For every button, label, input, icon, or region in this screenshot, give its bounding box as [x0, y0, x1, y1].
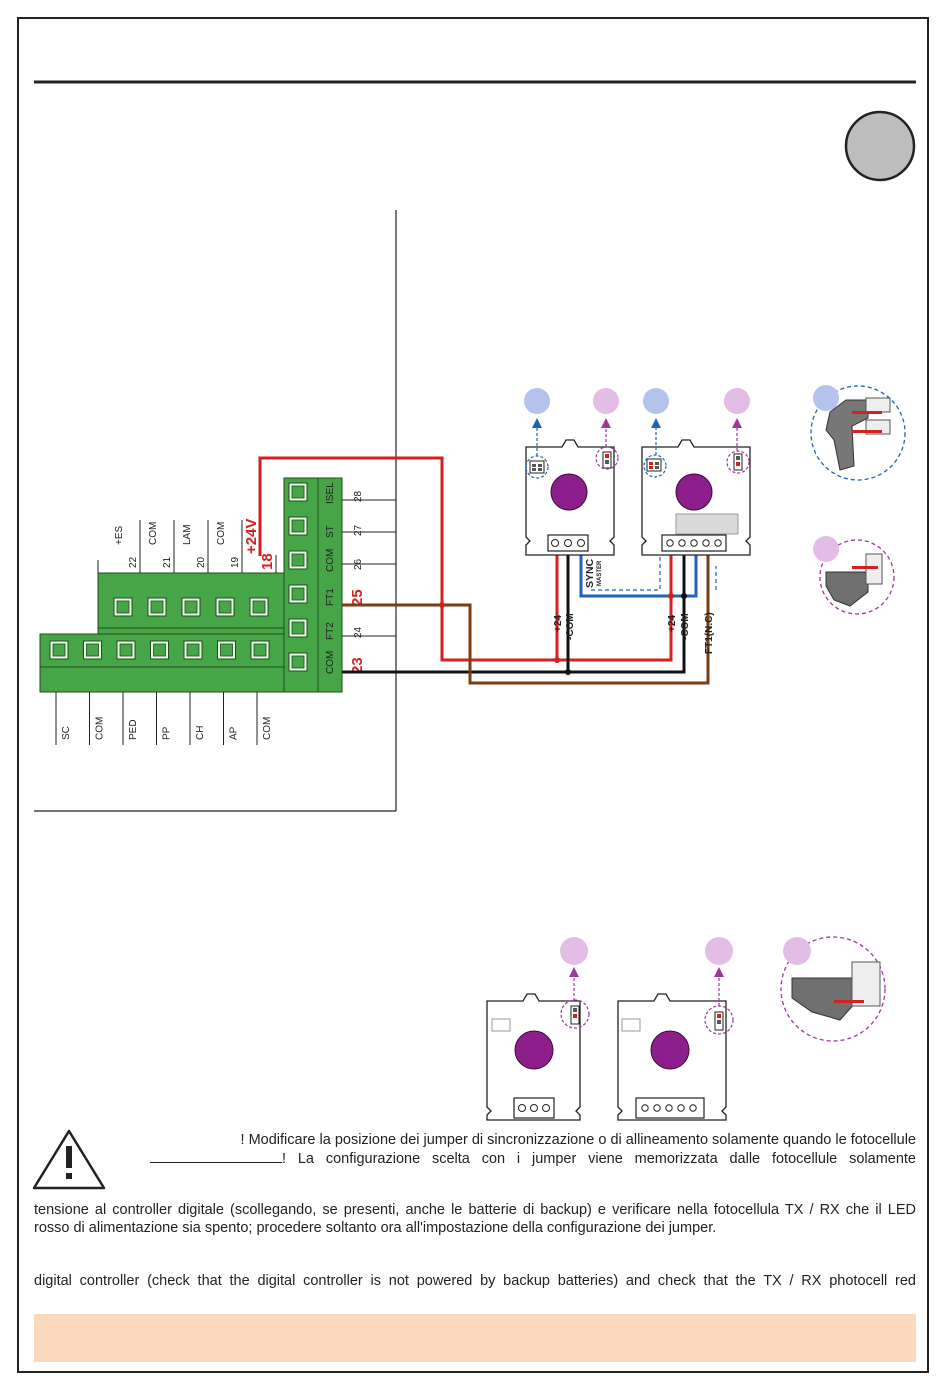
- terminal-slot-23: [288, 652, 308, 672]
- terminal-number-28: 28: [353, 490, 364, 502]
- top-markers: [524, 388, 750, 456]
- terminal-slot-25: [288, 584, 308, 604]
- italian-instruction-line2: rosso di alimentazione sia spento; proce…: [34, 1220, 717, 1236]
- black-wire: [342, 552, 570, 674]
- photocell-tx-board: [525, 439, 619, 556]
- brown-wire: [342, 552, 710, 685]
- terminal-slot-bottom-0: [49, 640, 69, 660]
- wires: [97, 456, 717, 685]
- rx-ft1-label: FT1(N.C): [704, 612, 715, 654]
- terminal-number-21: 21: [162, 556, 173, 568]
- blue-wire: [579, 552, 698, 598]
- terminal-label-bottom-4: CH: [195, 726, 206, 740]
- italian-instruction-line1: tensione al controller digitale (scolleg…: [34, 1202, 916, 1218]
- warning-icon: [32, 1129, 106, 1190]
- terminal-label-20: LAM: [182, 524, 193, 545]
- rx-plus24-label: +24: [667, 615, 678, 632]
- terminal-block-bottom: [39, 633, 285, 693]
- photocell-tx-board-bottom: [486, 937, 590, 1121]
- section-badge: [844, 110, 916, 182]
- blank-underline: [150, 1150, 282, 1163]
- photocell-rx-board: [641, 439, 751, 556]
- terminal-slot-bottom-1: [83, 640, 102, 660]
- terminal-slot-bottom-2: [116, 640, 136, 660]
- terminal-number-27: 27: [353, 524, 364, 536]
- terminal-slot-21: [147, 597, 167, 617]
- rx-com-label: -COM: [680, 613, 691, 640]
- jumper-detail-violet-bottom: [780, 936, 886, 1042]
- terminal-slot-19: [215, 597, 235, 617]
- terminal-slot-24: [288, 618, 308, 638]
- terminal-number-25: 25: [349, 589, 366, 606]
- terminal-slot-bottom-3: [150, 640, 169, 660]
- terminal-slot-22: [113, 597, 133, 617]
- english-instruction-line1: digital controller (check that the digit…: [34, 1273, 916, 1289]
- terminal-slot-27: [288, 516, 308, 536]
- terminal-label-28: ISEL: [325, 482, 336, 504]
- tx-plus24-label: +24: [553, 615, 564, 632]
- terminal-label-25: FT1: [325, 588, 336, 606]
- terminal-slot-26: [288, 550, 308, 570]
- terminal-label-bottom-6: COM: [262, 717, 273, 740]
- terminal-label-24: FT2: [325, 622, 336, 640]
- terminal-number-24: 24: [353, 626, 364, 638]
- terminal-slot-20: [181, 597, 201, 617]
- terminal-label-bottom-1: COM: [95, 717, 106, 740]
- terminal-label-21: COM: [148, 522, 159, 545]
- terminal-number-20: 20: [196, 556, 207, 568]
- photocell-rx-board-bottom: [617, 937, 734, 1121]
- jumper-detail-blue: [810, 385, 906, 481]
- red-wire: [258, 456, 673, 662]
- terminal-slot-bottom-6: [250, 640, 270, 660]
- jumper-detail-violet-top: [813, 536, 895, 615]
- terminal-block-right: [283, 477, 343, 693]
- bottom-block-labels: SC COM PED PP CH AP COM: [55, 692, 273, 745]
- note-box: [34, 1314, 916, 1362]
- terminal-slot-28: [288, 482, 308, 502]
- terminal-block-top: [97, 572, 285, 635]
- master-label: MASTER: [597, 560, 603, 586]
- terminal-label-bottom-2: PED: [128, 719, 139, 740]
- warning-text-line1: ! Modificare la posizione dei jumper di …: [240, 1132, 916, 1148]
- terminal-slot-bottom-5: [217, 640, 236, 660]
- terminal-label-19: COM: [216, 522, 227, 545]
- terminal-label-bottom-0: SC: [61, 726, 72, 740]
- terminal-label-22: +ES: [114, 525, 125, 545]
- terminal-slot-bottom-4: [183, 640, 203, 660]
- terminal-label-27: ST: [325, 525, 336, 538]
- terminal-number-23: 23: [349, 657, 366, 674]
- terminal-label-bottom-3: PP: [162, 726, 173, 740]
- tx-com-label: -COM: [565, 613, 576, 640]
- terminal-label-bottom-5: AP: [229, 726, 240, 740]
- terminal-number-19: 19: [230, 556, 241, 568]
- warning-text-line2: ! La configurazione scelta con i jumper …: [150, 1150, 916, 1168]
- terminal-label-18: +24V: [243, 519, 260, 554]
- terminal-label-26: COM: [325, 549, 336, 572]
- page-frame: [17, 17, 929, 1373]
- terminal-label-23: COM: [325, 651, 336, 674]
- terminal-number-18: 18: [259, 553, 276, 570]
- warning-text-line2-content: ! La configurazione scelta con i jumper …: [282, 1151, 916, 1167]
- terminal-number-22: 22: [128, 556, 139, 568]
- terminal-slot-18: [249, 597, 269, 617]
- sync-label: SYNC: [584, 558, 596, 588]
